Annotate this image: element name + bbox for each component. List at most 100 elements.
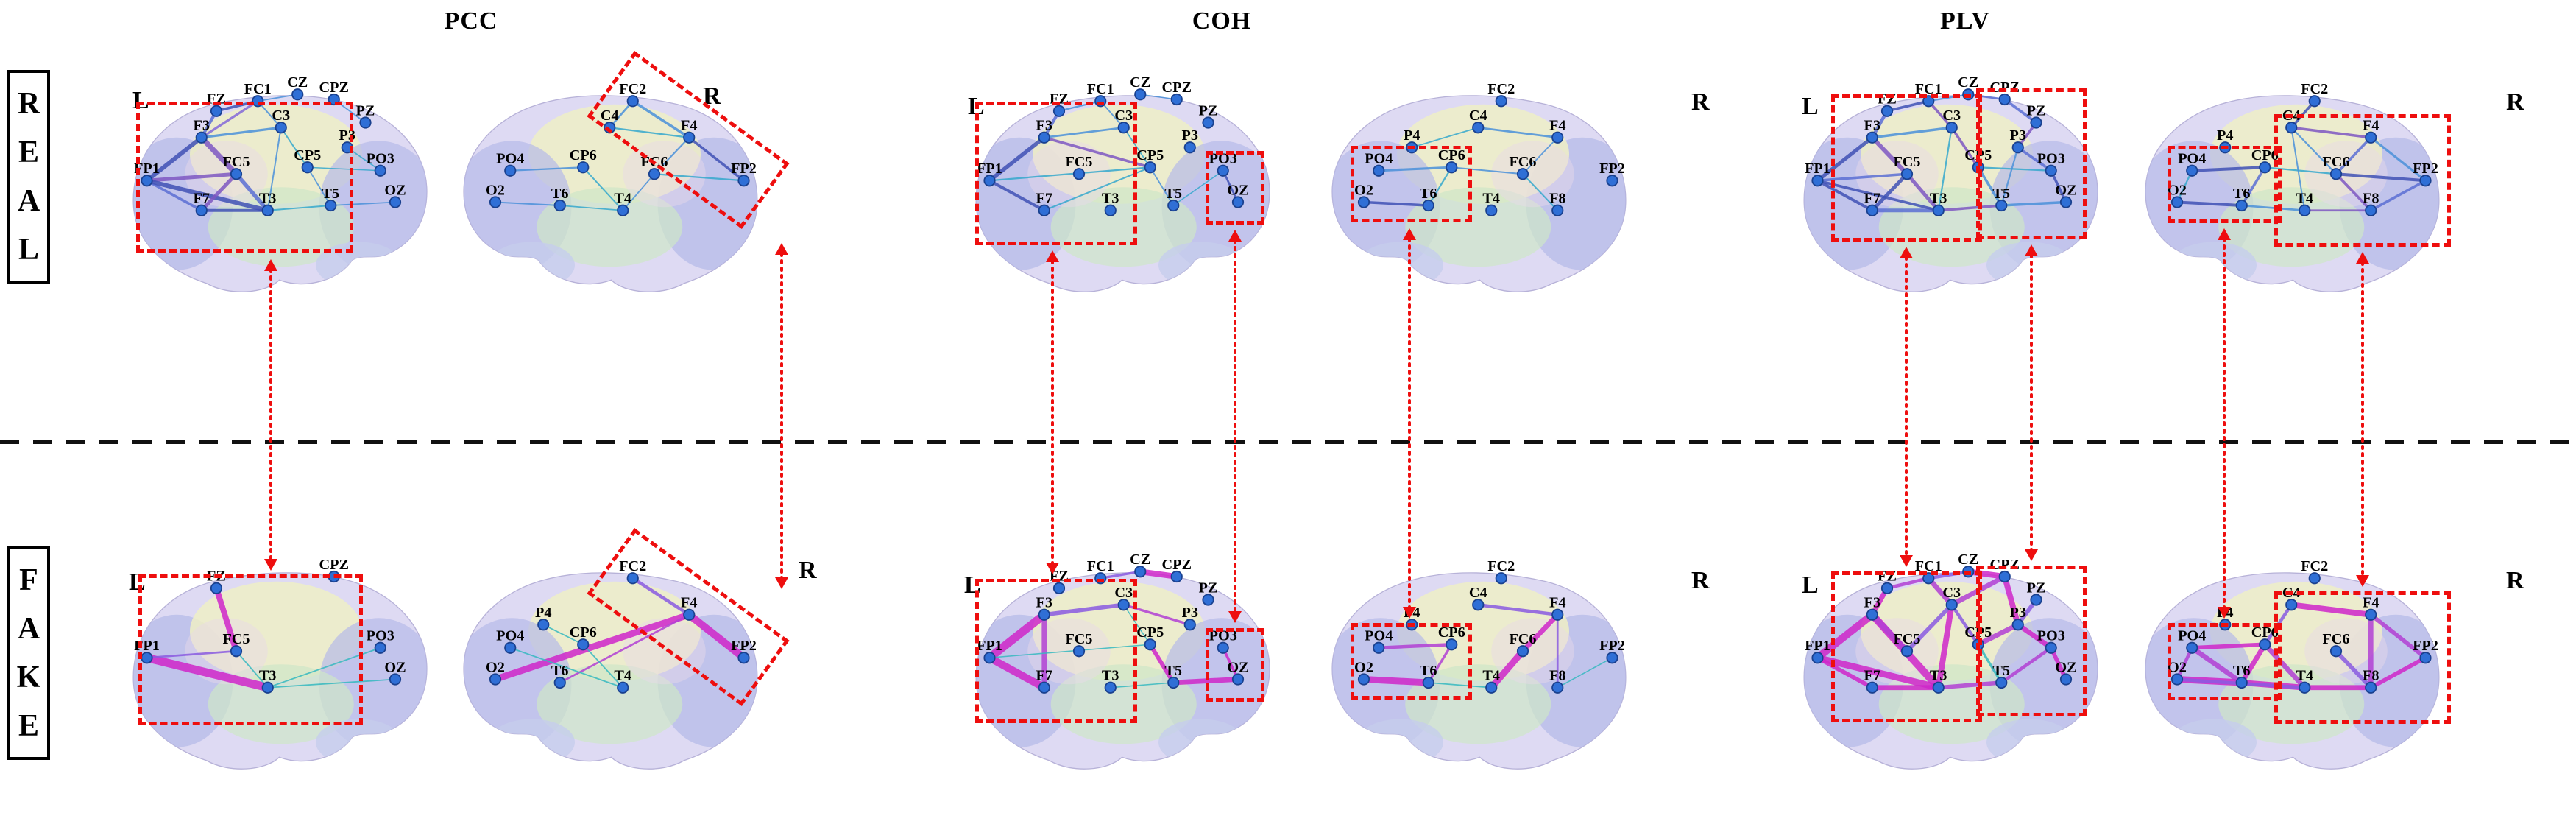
electrode-label-FP2: FP2 <box>2413 638 2438 654</box>
electrode-T6 <box>2235 199 2248 212</box>
electrode-CP6 <box>2259 638 2271 651</box>
edge-F3-FC5 <box>1869 135 1909 177</box>
electrode-T4 <box>617 681 629 694</box>
electrode-label-PO3: PO3 <box>2037 151 2065 167</box>
electrode-T4 <box>2299 204 2311 216</box>
edge-F8-FP2 <box>2369 179 2427 212</box>
correspondence-arrow <box>2218 228 2231 619</box>
electrode-O2 <box>1357 196 1370 208</box>
electrode-label-T3: T3 <box>259 191 277 207</box>
electrode-F7 <box>195 204 208 216</box>
electrode-label-PO3: PO3 <box>367 628 394 644</box>
edge-F4-FC6 <box>1522 136 1559 175</box>
highlight-box <box>1351 146 1472 222</box>
electrode-label-CZ: CZ <box>1958 552 1978 568</box>
edge-F4-FP2 <box>687 135 746 183</box>
edge-FP1-T3 <box>142 653 272 692</box>
electrode-label-FC1: FC1 <box>1915 81 1942 97</box>
edge-CZ-CPZ <box>1137 568 1180 580</box>
electrode-label-O2: O2 <box>486 182 505 198</box>
highlight-box <box>1206 151 1264 225</box>
edge-F8-FP2 <box>1557 657 1613 689</box>
electrode-label-FC2: FC2 <box>2301 558 2328 574</box>
edge-T6-T4 <box>559 205 624 211</box>
arrowhead-down <box>1900 555 1913 567</box>
electrode-label-F4: F4 <box>1549 118 1566 134</box>
edge-FP1-F7 <box>988 179 1046 212</box>
highlight-box <box>975 579 1137 723</box>
electrode-label-C4: C4 <box>1469 108 1487 124</box>
edge-CP5-T5 <box>1976 166 2003 207</box>
electrode-label-FP1: FP1 <box>977 638 1002 654</box>
electrode-PO4 <box>1373 164 1385 177</box>
electrode-PO3 <box>374 641 386 654</box>
electrode-label-P3: P3 <box>2010 127 2027 144</box>
arrowhead-down <box>1046 563 1059 574</box>
electrode-label-FP2: FP2 <box>731 161 757 177</box>
electrode-label-CP6: CP6 <box>570 624 597 641</box>
electrode-label-CPZ: CPZ <box>319 557 350 573</box>
electrode-F4 <box>2365 608 2377 621</box>
hemisphere-label-r: R <box>1691 567 1710 594</box>
arrowhead-down <box>2356 575 2369 587</box>
edge-F3-CP5 <box>1042 135 1152 169</box>
electrode-C4 <box>2285 122 2298 134</box>
electrode-label-PO3: PO3 <box>367 151 394 167</box>
electrode-P3 <box>1183 141 1196 154</box>
edge-FC2-F4 <box>631 99 691 139</box>
electrode-PO4 <box>504 164 517 177</box>
edge-C4-F4 <box>609 127 690 138</box>
electrode-PZ <box>1202 116 1214 129</box>
electrode-label-OZ: OZ <box>2055 182 2076 198</box>
electrode-FC5 <box>1072 168 1086 180</box>
electrode-label-T6: T6 <box>2233 186 2251 202</box>
edge-CP6-T4 <box>2262 641 2307 691</box>
electrode-FC2 <box>2308 95 2321 108</box>
edge-P3-T5 <box>2000 147 2019 207</box>
electrode-CPZ <box>1170 570 1183 583</box>
edge-CP5-T5 <box>1149 166 1175 206</box>
electrode-label-FC6: FC6 <box>2322 154 2349 170</box>
electrode-label-FC5: FC5 <box>1893 154 1920 170</box>
electrode-label-FC5: FC5 <box>1893 631 1920 647</box>
highlight-box <box>2168 146 2282 223</box>
edge-FC1-CZ <box>1099 570 1142 580</box>
edge-CP5-T5 <box>306 166 332 206</box>
brain-silhouette <box>463 95 758 292</box>
electrode-label-PZ: PZ <box>1199 102 1218 119</box>
electrode-FC2 <box>626 572 639 585</box>
row-label-letter: F <box>19 563 38 597</box>
edge-CP6-FC6 <box>1451 166 1524 175</box>
highlight-box <box>1206 628 1264 702</box>
electrode-label-C4: C4 <box>1469 585 1487 601</box>
electrode-label-FC1: FC1 <box>1915 558 1942 574</box>
electrode-T4 <box>1485 681 1498 694</box>
edge-FP1-T3 <box>1814 654 1942 691</box>
electrode-T6 <box>553 676 566 689</box>
edge-FC6-T4 <box>1487 647 1526 691</box>
edge-O2-T6 <box>2175 200 2243 208</box>
electrode-C4 <box>604 122 616 134</box>
electrode-label-T5: T5 <box>322 186 339 202</box>
edge-T3-T5 <box>1936 204 2003 212</box>
highlight-box <box>975 102 1137 245</box>
electrode-C4 <box>2285 599 2298 611</box>
edge-PO4-CP6 <box>1377 166 1453 172</box>
edge-FP1-F7 <box>1815 655 1875 690</box>
edge-FC6-FP2 <box>653 173 745 182</box>
electrode-F3 <box>1038 608 1050 621</box>
highlight-box <box>1351 623 1472 700</box>
electrode-label-T3: T3 <box>1102 191 1119 207</box>
electrode-F3 <box>1866 608 1878 621</box>
electrode-T5 <box>1995 199 2008 212</box>
electrode-PZ <box>359 116 372 129</box>
electrode-label-C3: C3 <box>1114 108 1133 124</box>
highlight-box <box>138 574 363 725</box>
electrode-label-FP1: FP1 <box>1805 161 1830 177</box>
